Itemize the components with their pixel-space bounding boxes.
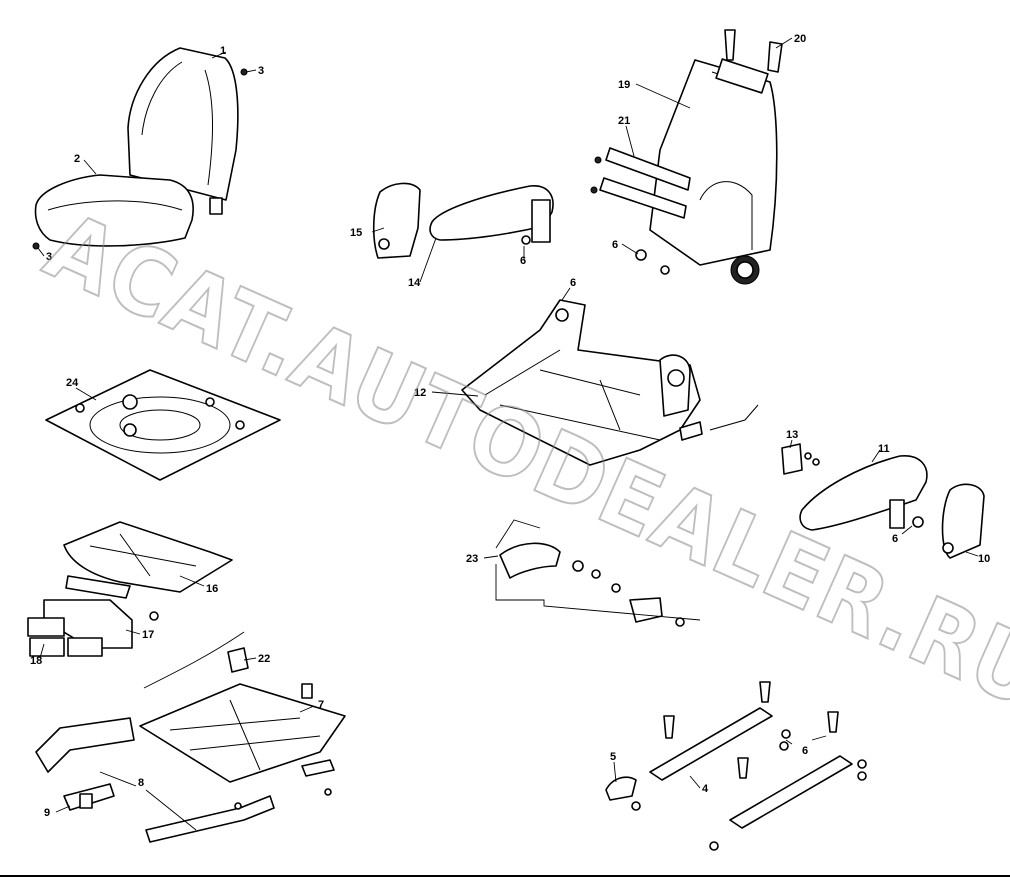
callout-6: 6 [520, 255, 526, 267]
callout-11: 11 [878, 443, 890, 455]
callout-3: 3 [46, 251, 52, 263]
callout-24: 24 [66, 377, 79, 389]
callout-7: 7 [318, 699, 324, 711]
right-armrest [781, 443, 985, 559]
base-frame-rails [35, 717, 275, 843]
callout-14: 14 [408, 277, 421, 289]
callout-20: 20 [794, 33, 806, 45]
callout-15: 15 [350, 227, 362, 239]
callout-6: 6 [802, 745, 808, 757]
callout-21: 21 [618, 115, 630, 127]
callout-6: 6 [612, 239, 618, 251]
swivel-plate [45, 369, 281, 481]
backrest-frame [590, 29, 783, 285]
left-armrest [372, 182, 554, 259]
callout-3: 3 [258, 65, 264, 77]
release-cable [143, 631, 249, 689]
callout-labels: 1 2 3 3 4 5 6 6 6 6 6 7 8 9 10 11 12 13 … [30, 33, 990, 819]
callout-9: 9 [44, 807, 50, 819]
seat-belt [495, 519, 701, 627]
callout-8: 8 [138, 777, 144, 789]
complete-seat [32, 47, 248, 250]
leader-lines [37, 37, 979, 831]
callout-19: 19 [618, 79, 630, 91]
callout-10: 10 [978, 553, 990, 565]
seat-pan [63, 521, 233, 599]
callout-16: 16 [206, 583, 218, 595]
callout-13: 13 [786, 429, 798, 441]
callout-6: 6 [892, 533, 898, 545]
callout-5: 5 [610, 751, 616, 763]
base-plate [139, 683, 346, 796]
seat-frame [461, 299, 759, 466]
callout-2: 2 [74, 153, 80, 165]
slide-rails [605, 681, 867, 851]
callout-4: 4 [702, 783, 709, 795]
callout-12: 12 [414, 387, 426, 399]
callout-18: 18 [30, 655, 42, 667]
callout-23: 23 [466, 553, 478, 565]
callout-22: 22 [258, 653, 270, 665]
trim-and-pads [27, 599, 159, 657]
callout-6: 6 [570, 277, 576, 289]
callout-1: 1 [220, 45, 226, 57]
callout-17: 17 [142, 629, 154, 641]
